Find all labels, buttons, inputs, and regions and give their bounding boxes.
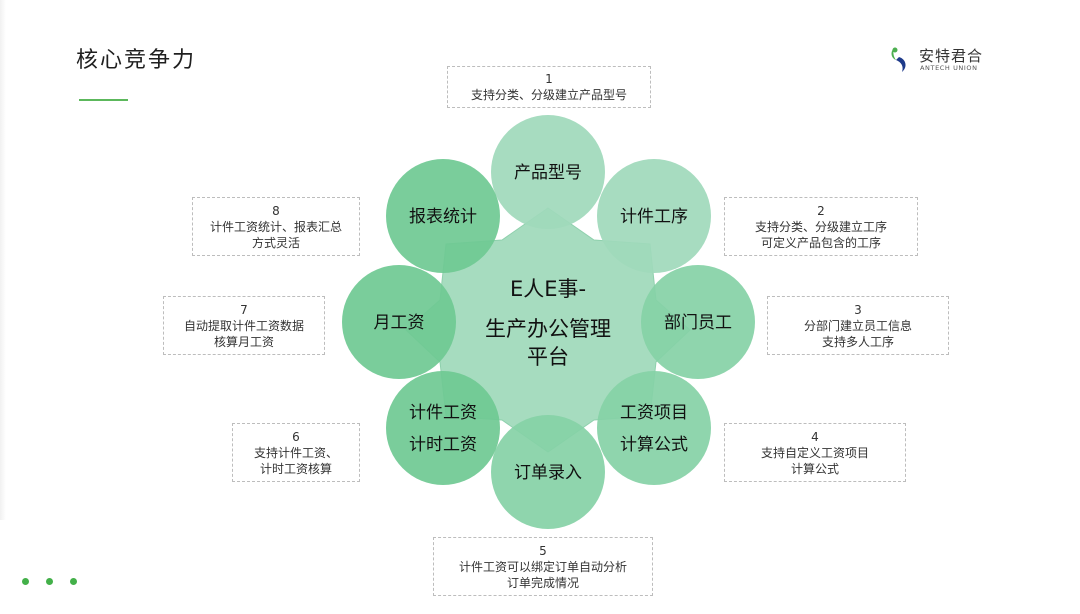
feature-note-number: 3 xyxy=(854,302,862,317)
feature-petal-label: 部门员工 xyxy=(664,313,732,333)
feature-note-number: 4 xyxy=(811,429,819,444)
feature-petal-5 xyxy=(491,415,605,529)
feature-note-number: 1 xyxy=(545,72,553,86)
slide-edge xyxy=(0,0,6,520)
feature-note-number: 6 xyxy=(292,429,300,444)
feature-petal-label: 计件工资 xyxy=(409,403,477,423)
center-title-line1: E人E事- xyxy=(510,277,586,301)
title-underline xyxy=(79,99,128,101)
feature-note-text: 计件工资统计、报表汇总 xyxy=(209,219,342,234)
feature-petal-label: 工资项目 xyxy=(620,403,688,423)
feature-petal-label: 月工资 xyxy=(374,313,425,333)
feature-petal-6 xyxy=(386,371,500,485)
feature-petal-1 xyxy=(491,115,605,229)
feature-petal-8 xyxy=(386,159,500,273)
company-logo: 安特君合 ANTECH UNION xyxy=(886,44,1006,74)
feature-note-text: 可定义产品包含的工序 xyxy=(760,235,881,250)
antech-union-logo-icon xyxy=(891,47,906,72)
feature-petal-2 xyxy=(597,159,711,273)
center-title-line3: 平台 xyxy=(527,345,569,369)
feature-note-text: 自动提取计件工资数据 xyxy=(183,318,304,333)
dot-indicator xyxy=(70,578,77,585)
feature-note-text: 分部门建立员工信息 xyxy=(803,318,912,333)
logo-name-en: ANTECH UNION xyxy=(920,64,978,72)
logo-name-cn: 安特君合 xyxy=(919,47,984,65)
feature-note-text: 支持分类、分级建立工序 xyxy=(754,219,887,234)
feature-note-text: 订单完成情况 xyxy=(506,575,579,590)
feature-note-1: 1 支持分类、分级建立产品型号 xyxy=(447,66,651,108)
feature-note-text: 计时工资核算 xyxy=(259,461,332,476)
feature-note-text: 支持自定义工资项目 xyxy=(760,445,869,460)
dot-indicator xyxy=(22,578,29,585)
feature-petal-3 xyxy=(641,265,755,379)
feature-petal-label: 产品型号 xyxy=(514,163,582,183)
feature-note-text: 计件工资可以绑定订单自动分析 xyxy=(458,559,627,574)
feature-petal-label: 报表统计 xyxy=(409,207,477,227)
feature-petal-label: 订单录入 xyxy=(514,463,582,483)
dot-indicator xyxy=(46,578,53,585)
feature-note-text: 计算公式 xyxy=(790,461,839,476)
feature-note-number: 7 xyxy=(240,302,248,317)
feature-petal-label: 计算公式 xyxy=(620,435,688,455)
feature-petal-label: 计时工资 xyxy=(409,435,477,455)
feature-note-text: 核算月工资 xyxy=(213,334,274,349)
feature-note-text: 支持多人工序 xyxy=(821,334,894,349)
slide-title: 核心竞争力 xyxy=(76,48,197,73)
feature-petal-label: 计件工序 xyxy=(620,207,688,227)
feature-petal-7 xyxy=(342,265,456,379)
feature-note-number: 2 xyxy=(817,203,825,218)
feature-note-text: 支持分类、分级建立产品型号 xyxy=(470,88,627,102)
feature-note-text: 支持计件工资、 xyxy=(253,445,338,460)
feature-note-number: 8 xyxy=(272,203,280,218)
center-title-line2: 生产办公管理 xyxy=(485,317,611,341)
feature-petal-4 xyxy=(597,371,711,485)
feature-note-text: 方式灵活 xyxy=(251,235,300,250)
feature-note-number: 5 xyxy=(539,543,547,558)
